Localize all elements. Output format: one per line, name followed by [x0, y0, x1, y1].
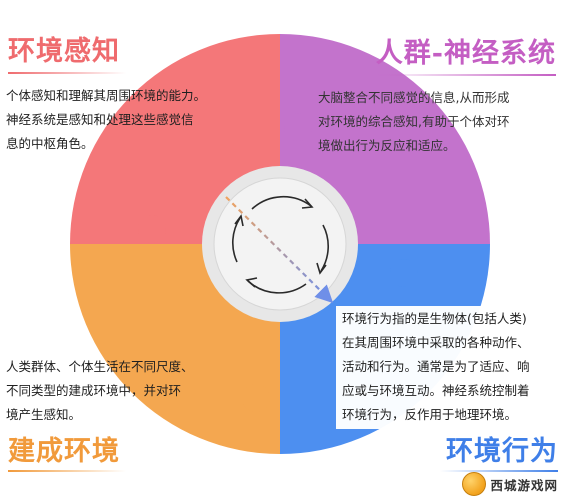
puzzle-tab-bottom-right: [390, 259, 418, 287]
cycle-arrow-left: [231, 217, 241, 263]
description-line: 大脑整合不同感觉的信息,从而形成: [318, 90, 510, 105]
description-crowd-nervous-system: 大脑整合不同感觉的信息,从而形成 对环境的综合感知,有助于个体对环 境做出行为反…: [318, 86, 509, 158]
cycle-arrow-right-head: [316, 262, 327, 275]
title-underline-bottom-left: [8, 470, 126, 472]
watermark-logo-icon: [462, 472, 487, 496]
description-line: 环境行为，反作用于地理环境。: [342, 407, 518, 422]
description-line: 应或与环境互动。神经系统控制着: [342, 383, 530, 398]
puzzle-tab-top-left: [138, 215, 166, 243]
description-environment-perception: 个体感知和理解其周围环境的能力。 神经系统是感知和处理这些感觉信 息的中枢角色。: [6, 84, 206, 156]
description-built-environment: 人类群体、个体生活在不同尺度、 不同类型的建成环境中，并对环 境产生感知。: [6, 355, 194, 427]
description-line: 不同类型的建成环境中，并对环: [6, 383, 182, 398]
description-line: 在其周围环境中采取的各种动作、: [342, 335, 530, 350]
cycle-arrow-top: [251, 195, 312, 210]
description-line: 境产生感知。: [6, 407, 82, 422]
description-line: 对环境的综合感知,有助于个体对环: [318, 114, 510, 129]
watermark: 西城游戏网: [462, 472, 558, 496]
title-underline-top-left: [8, 72, 126, 74]
description-line: 人类群体、个体生活在不同尺度、: [6, 359, 194, 374]
cycle-arrow-bottom-head: [245, 277, 258, 288]
title-underline-bottom-right: [440, 470, 558, 472]
title-crowd-nervous-system: 人群-神经系统: [375, 38, 556, 69]
title-environment-perception: 环境感知: [8, 36, 120, 67]
description-line: 环境行为指的是生物体(包括人类): [342, 311, 527, 326]
center-hub: [213, 177, 347, 311]
puzzle-tab-bottom-left: [242, 384, 270, 412]
title-underline-top-right: [376, 74, 556, 76]
description-line: 活动和行为。通常是为了适应、响: [342, 359, 530, 374]
title-built-environment: 建成环境: [8, 436, 120, 467]
cycle-arrow-right: [320, 224, 330, 272]
watermark-text: 西城游戏网: [490, 477, 558, 493]
cycle-arrow-top-head: [301, 198, 314, 209]
description-line: 神经系统是感知和处理这些感觉信: [6, 112, 194, 127]
puzzle-tab-top-right: [284, 113, 312, 141]
title-environment-behavior: 环境行为: [446, 436, 558, 467]
description-line: 息的中枢角色。: [6, 136, 94, 151]
description-line: 个体感知和理解其周围环境的能力。: [6, 88, 207, 103]
diagonal-dashed-arrow: [225, 196, 334, 304]
description-environment-behavior: 环境行为指的是生物体(包括人类) 在其周围环境中采取的各种动作、 活动和行为。通…: [336, 306, 534, 429]
description-line: 境做出行为反应和适应。: [318, 138, 456, 153]
cycle-arrow-left-head: [234, 214, 244, 227]
